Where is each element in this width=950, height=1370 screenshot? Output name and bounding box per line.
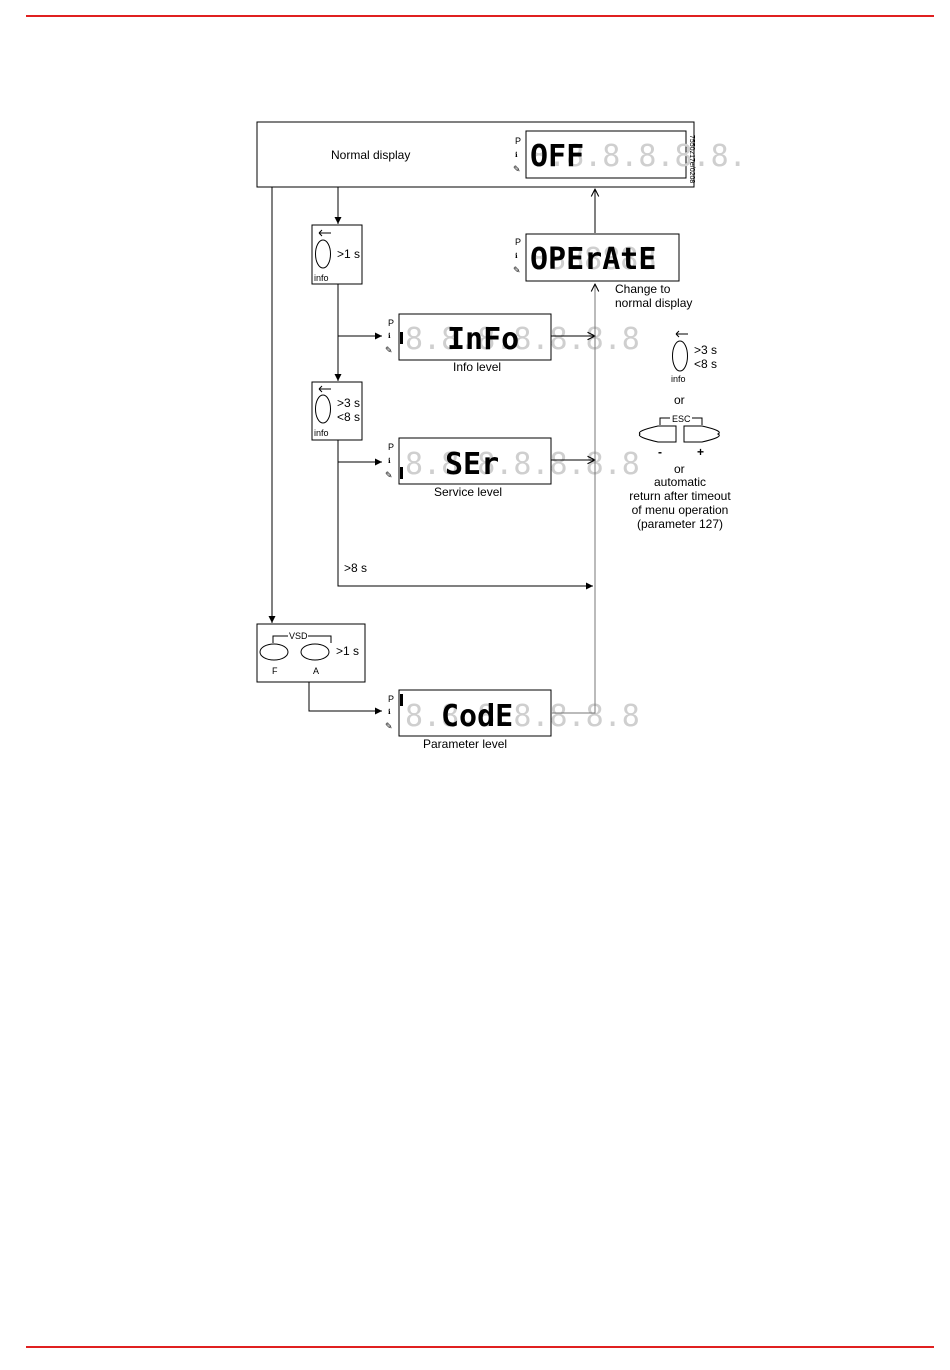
enter-arrow-icon bbox=[318, 229, 331, 237]
legend-or-2: or bbox=[674, 462, 685, 476]
wrench-icon: ✎ bbox=[385, 470, 393, 480]
vsd-key-box: VSD >1 s F A bbox=[256, 623, 366, 683]
arrow-long-press bbox=[337, 462, 593, 590]
enter-arrow-icon bbox=[675, 330, 688, 338]
legend-key-label: info bbox=[671, 374, 686, 384]
svg-text:P: P bbox=[388, 318, 394, 328]
figure-code: 7550z17e/0208 bbox=[688, 135, 695, 183]
normal-display-box: Normal display P ℹ ✎ 8.8.8.8.8.8. OFF 75… bbox=[256, 121, 747, 188]
lcd-indicator-info-icon: ℹ bbox=[515, 151, 518, 159]
legend-or-1: or bbox=[674, 393, 685, 407]
wrench-icon: ✎ bbox=[513, 265, 521, 275]
svg-text:8.8.8.8.8.8.8: 8.8.8.8.8.8.8 bbox=[405, 699, 640, 734]
svg-text:P: P bbox=[388, 442, 394, 452]
info-level-caption: Info level bbox=[453, 360, 501, 374]
minus-label: - bbox=[658, 445, 662, 459]
normal-display-lcd: P ℹ ✎ 8.8.8.8.8.8. OFF 7550z17e/0208 bbox=[513, 130, 747, 183]
parameter-level-text: CodE bbox=[441, 699, 513, 734]
level-marker bbox=[400, 694, 403, 706]
plus-label: + bbox=[697, 445, 704, 459]
info-key-1-time: >1 s bbox=[337, 247, 360, 261]
level-marker bbox=[400, 467, 403, 479]
info-icon: ℹ bbox=[388, 708, 391, 716]
info-key-2-time-min: >3 s bbox=[337, 396, 360, 410]
arrow-to-parameter-level bbox=[308, 682, 382, 715]
a-key-icon bbox=[300, 643, 330, 661]
lcd-indicator-wrench-icon: ✎ bbox=[513, 164, 521, 174]
connectors bbox=[268, 187, 595, 715]
arrow-to-service-level bbox=[337, 440, 382, 466]
legend-time-max: <8 s bbox=[694, 357, 717, 371]
info-icon: ℹ bbox=[515, 252, 518, 260]
service-level-text: SEr bbox=[445, 447, 499, 482]
svg-text:8.8.8.8.8.8.8: 8.8.8.8.8.8.8 bbox=[405, 447, 640, 482]
parameter-level-caption: Parameter level bbox=[423, 737, 507, 751]
vsd-time: >1 s bbox=[336, 644, 359, 658]
operate-caption-2: normal display bbox=[615, 296, 692, 310]
info-icon: ℹ bbox=[388, 332, 391, 340]
a-key-label: A bbox=[313, 666, 319, 676]
parameter-level-lcd: P ℹ ✎ 8.8.8.8.8.8.8 CodE bbox=[385, 689, 640, 737]
legend-line-3: of menu operation bbox=[632, 503, 729, 517]
operate-lcd: P ℹ ✎ 8888888 OPErAtE bbox=[513, 233, 680, 282]
service-level-lcd: P ℹ ✎ 8.8.8.8.8.8.8 SEr bbox=[385, 437, 640, 485]
info-level-lcd: P ℹ ✎ 8.8.8.8.8.8.8 InFo bbox=[385, 313, 640, 361]
svg-text:8.8.8.8.8.8.: 8.8.8.8.8.8. bbox=[530, 139, 747, 174]
info-level-text: InFo bbox=[447, 322, 519, 357]
info-key-2-label: info bbox=[314, 428, 329, 438]
legend-line-4: (parameter 127) bbox=[637, 517, 723, 531]
info-key-box-1: >1 s info bbox=[311, 224, 363, 285]
minus-key-icon bbox=[638, 425, 677, 443]
info-key-icon bbox=[315, 239, 331, 269]
return-line bbox=[551, 284, 595, 714]
wrench-icon: ✎ bbox=[385, 345, 393, 355]
normal-display-text: OFF bbox=[530, 139, 584, 174]
f-key-icon bbox=[259, 643, 289, 661]
operate-caption-1: Change to bbox=[615, 282, 671, 296]
svg-text:P: P bbox=[515, 237, 521, 247]
info-key-1-label: info bbox=[314, 273, 329, 283]
info-key-icon bbox=[315, 394, 331, 424]
svg-text:8888888: 8888888 bbox=[530, 242, 656, 277]
plus-key-icon bbox=[683, 425, 720, 443]
info-key-icon bbox=[672, 340, 688, 372]
enter-arrow-icon bbox=[318, 385, 331, 393]
top-rule bbox=[26, 15, 934, 17]
vsd-label: VSD bbox=[289, 631, 308, 641]
info-icon: ℹ bbox=[388, 457, 391, 465]
legend-time-min: >3 s bbox=[694, 343, 717, 357]
svg-text:P: P bbox=[388, 694, 394, 704]
operate-display-text: OPErAtE bbox=[530, 242, 656, 277]
service-level-caption: Service level bbox=[434, 485, 502, 499]
wrench-icon: ✎ bbox=[385, 721, 393, 731]
esc-label: ESC bbox=[672, 414, 691, 424]
return-legend: >3 s <8 s info or ESC - + or automatic r… bbox=[629, 330, 731, 531]
f-key-label: F bbox=[272, 666, 278, 676]
bottom-rule bbox=[26, 1346, 934, 1348]
info-key-box-2: >3 s <8 s info bbox=[311, 381, 363, 441]
long-press-label: >8 s bbox=[344, 561, 367, 575]
info-key-2-time-max: <8 s bbox=[337, 410, 360, 424]
lcd-indicator-p: P bbox=[515, 136, 521, 146]
legend-line-2: return after timeout bbox=[629, 489, 731, 503]
svg-text:8.8.8.8.8.8.8: 8.8.8.8.8.8.8 bbox=[405, 322, 640, 357]
normal-display-label: Normal display bbox=[331, 148, 410, 162]
legend-line-1: automatic bbox=[654, 475, 706, 489]
